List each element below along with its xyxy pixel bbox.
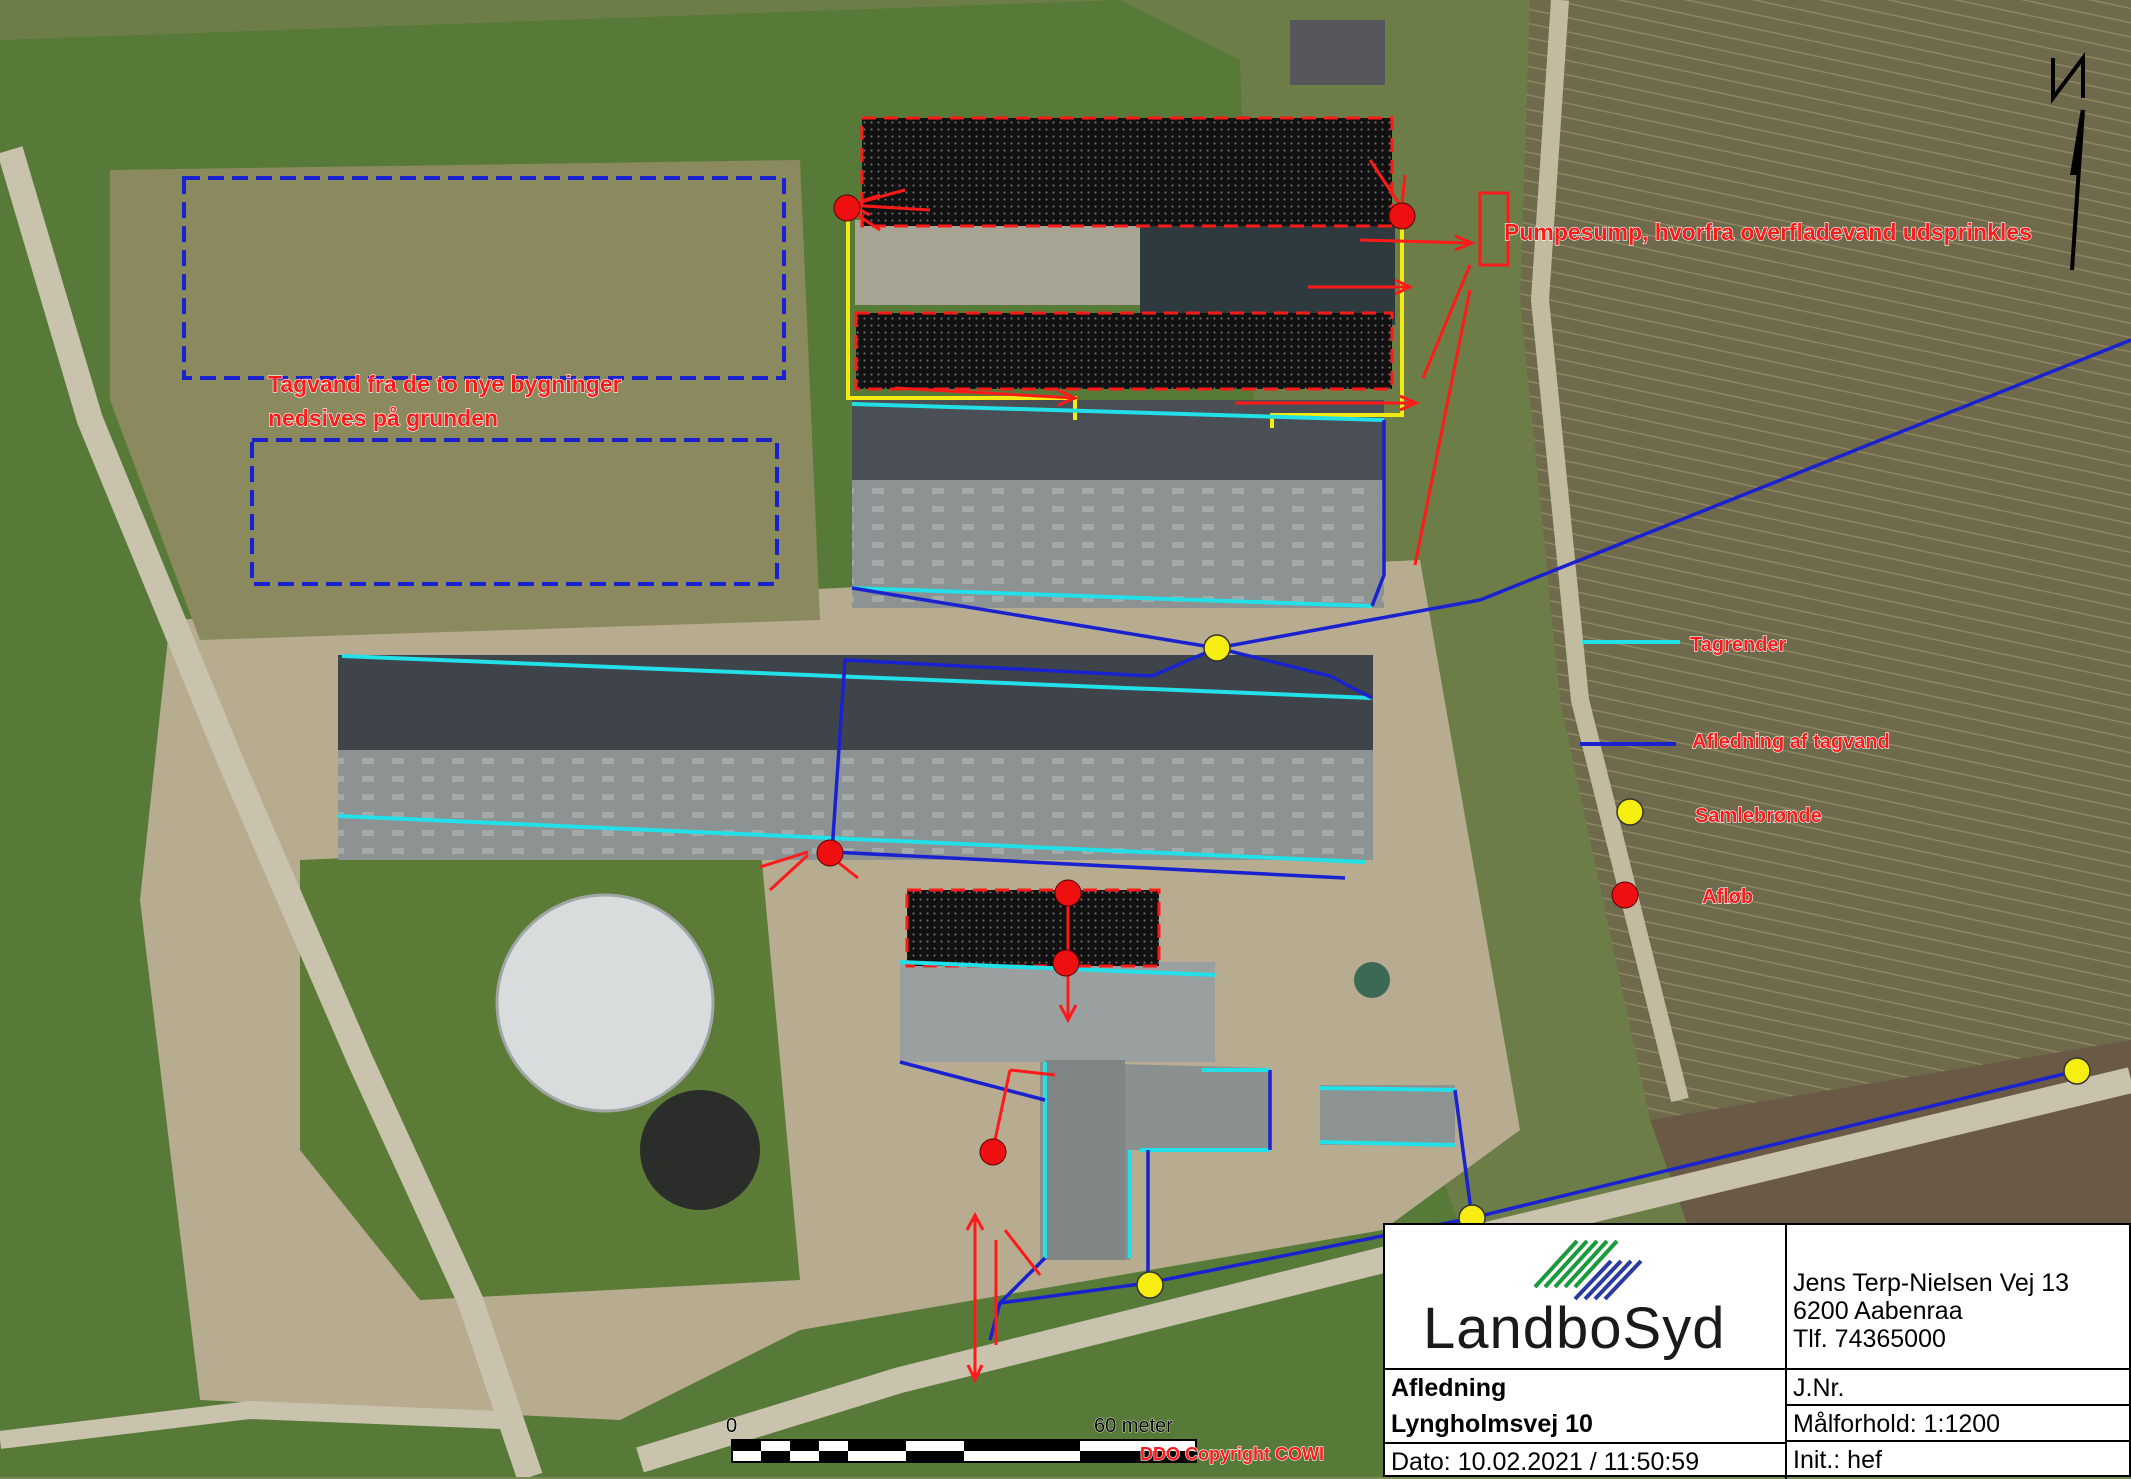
title-block: LandboSyd Jens Terp-Nielsen Vej 13 6200 … [1383,1223,2131,1479]
logo-cell: LandboSyd [1385,1225,1787,1370]
address-line-street: Jens Terp-Nielsen Vej 13 [1793,1269,2070,1297]
building-yard-a [855,220,1140,305]
address-line-phone: Tlf. 74365000 [1793,1325,1946,1353]
building-center [900,962,1215,1062]
tank-white [497,895,713,1111]
legend-well-dot [1616,798,1644,826]
copyright-label: DDO Copyright COWI [1140,1444,1324,1464]
tagvand-label-2: nedsives på grunden [268,405,498,431]
jnr-field: J.Nr. [1787,1370,2131,1406]
building-wing [1045,1060,1125,1260]
building-greenhouse [1140,225,1395,325]
road-west [0,146,543,1477]
legend-label-tagrender: Tagrender [1690,634,1787,656]
building-silo-shed [1290,20,1385,85]
legend-label-aflob: Afløb [1702,886,1753,908]
pond [1354,962,1390,998]
legend-label-samlebronde: Samlebrønde [1695,805,1822,827]
north-arrow [2051,52,2085,271]
gutter-lines [337,402,1456,1258]
infiltration-area-1 [182,176,786,380]
legend-drain-dot [1611,881,1639,909]
address-cell: Jens Terp-Nielsen Vej 13 6200 Aabenraa T… [1787,1225,2131,1370]
init-field: Init.: hef [1793,1446,1882,1474]
scale-end-label: 60 meter [1094,1415,1173,1437]
meta-cell: J.Nr. Målforhold: 1:1200 Init.: hef [1787,1370,2131,1479]
map-title-line-2: Lyngholmsvej 10 [1391,1410,1593,1438]
title-cell: Afledning Lyngholmsvej 10 Dato: 10.02.20… [1385,1370,1787,1479]
pumpesump-label: Pumpesump, hvorfra overfladevand udsprin… [1504,219,2032,245]
new-building-south [905,888,1161,968]
tagvand-label-1: Tagvand fra de to nye bygninger [268,371,622,397]
building-long-roof-dark [338,655,1373,750]
well-dots [1136,634,2091,1299]
new-building-north [860,116,1394,228]
flow-arrows [759,159,1476,1384]
logo-text: LandboSyd [1423,1296,1726,1361]
drain-dots [816,194,1416,1166]
building-small [1320,1085,1455,1145]
field-plot [110,160,820,640]
address-line-city: 6200 Aabenraa [1793,1297,1963,1325]
scale-field: Målforhold: 1:1200 [1787,1406,2131,1442]
scale-bar: 0 60 meter [726,1415,1197,1463]
ploughed-field [1520,0,2131,1120]
legend: Tagrender Afledning af tagvand Samlebrøn… [1580,633,1890,909]
road-sw [0,1400,501,1449]
road-south [636,1067,2131,1473]
scale-start-label: 0 [726,1415,737,1437]
yellow-drain-east [1270,210,1404,428]
pumpesump-box [1478,191,1510,267]
new-building-middle [854,311,1394,391]
date-field: Dato: 10.02.2021 / 11:50:59 [1385,1442,1785,1478]
logo-stripes-icon [1533,1239,1643,1301]
drainage-lines [830,338,2131,1341]
map-title-line-1: Afledning [1391,1374,1507,1402]
legend-label-afledning: Afledning af tagvand [1692,731,1890,753]
tank-black [640,1090,760,1210]
